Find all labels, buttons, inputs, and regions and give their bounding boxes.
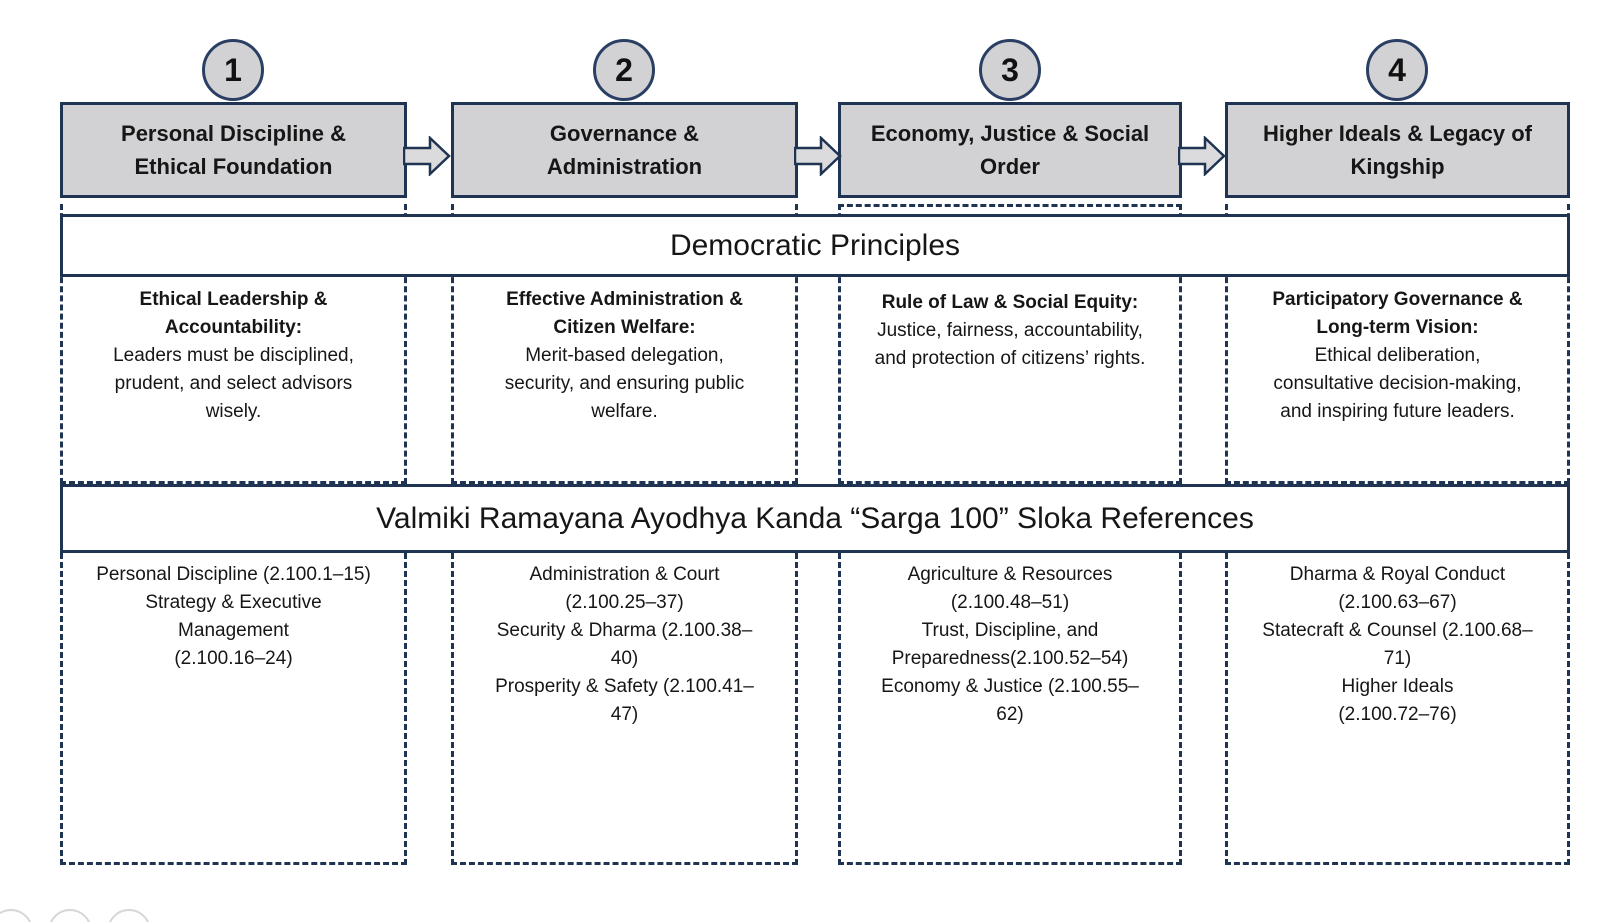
stage-header-title: Governance & Administration [454,117,795,183]
sloka-references-band: Valmiki Ramayana Ayodhya Kanda “Sarga 10… [60,484,1570,553]
text-line: Citizen Welfare: [553,317,696,338]
text-line: (2.100.16–24) [174,648,293,669]
viewer-control-button-1[interactable] [0,909,33,922]
step-number-badge-4: 4 [1366,39,1428,101]
text-line: consultative decision-making, [1273,373,1522,394]
text-line: and inspiring future leaders. [1280,401,1515,422]
text-line: Governance & [549,121,700,146]
band-title: Democratic Principles [669,228,961,262]
principle-box-participatory-governance: Participatory Governance & Long-term Visi… [1225,204,1570,484]
principle-text: Participatory Governance & Long-term Visi… [1228,204,1567,426]
sloka-text: Administration & Court (2.100.25–37) Secur… [454,553,795,729]
step-number-badge-3: 3 [979,39,1041,101]
sloka-text: Dharma & Royal Conduct (2.100.63–67) State… [1228,553,1567,729]
text-line: Preparedness(2.100.52–54) [891,648,1129,669]
text-line: Kingship [1350,154,1445,179]
principle-text: Effective Administration & Citizen Welfar… [454,204,795,426]
text-line: Order [980,154,1040,179]
text-line: Economy & Justice (2.100.55– [881,676,1139,697]
text-line: Ethical deliberation, [1314,345,1481,366]
flow-arrow-icon [1178,136,1226,176]
text-line: Higher Ideals & Legacy of [1263,121,1532,146]
stage-header-title: Personal Discipline & Ethical Foundation [63,117,404,183]
step-number-badge-1: 1 [202,39,264,101]
sloka-box-administration: Administration & Court (2.100.25–37) Secur… [451,553,798,865]
text-line: 62) [996,704,1024,725]
text-line: welfare. [591,401,658,422]
text-line: 47) [610,704,639,725]
principle-box-rule-of-law: Rule of Law & Social Equity: Justice, fai… [838,204,1182,484]
text-line: and protection of citizens’ rights. [874,348,1146,369]
text-line: (2.100.63–67) [1338,592,1457,613]
step-number-label: 2 [615,51,633,88]
principle-text: Rule of Law & Social Equity: Justice, fai… [841,207,1179,373]
text-line: Security & Dharma (2.100.38– [496,620,753,641]
text-line: Justice, fairness, accountability, [877,320,1143,341]
text-line: Personal Discipline (2.100.1–15) [96,564,371,585]
text-line: wisely. [205,401,262,422]
text-line: Higher Ideals [1341,676,1454,697]
viewer-control-button-2[interactable] [48,909,92,922]
text-line: Long-term Vision: [1316,317,1479,338]
text-line: prudent, and select advisors [114,373,353,394]
principle-box-ethical-leadership: Ethical Leadership & Accountability: Leade… [60,204,407,484]
text-line: Rule of Law & Social Equity: [881,292,1139,313]
viewer-control-button-3[interactable] [107,909,151,922]
sloka-text: Agriculture & Resources (2.100.48–51) Trus… [841,553,1179,729]
text-line: Agriculture & Resources [907,564,1113,585]
sloka-text: Personal Discipline (2.100.1–15) Strategy… [63,553,404,673]
text-line: Statecraft & Counsel (2.100.68– [1262,620,1533,641]
step-number-badge-2: 2 [593,39,655,101]
text-line: Accountability: [164,317,303,338]
democratic-principles-band: Democratic Principles [60,214,1570,277]
text-line: (2.100.48–51) [950,592,1070,613]
text-line: Leaders must be disciplined, [113,345,354,366]
band-title: Valmiki Ramayana Ayodhya Kanda “Sarga 10… [376,501,1254,535]
step-number-label: 4 [1388,51,1406,88]
text-line: Prosperity & Safety (2.100.41– [495,676,754,697]
text-line: Administration [546,154,703,179]
text-line: Economy, Justice & Social [870,121,1150,146]
stage-header-title: Higher Ideals & Legacy of Kingship [1228,117,1567,183]
text-line: Personal Discipline & [121,121,346,146]
text-line: Ethical Leadership & [139,289,328,310]
sloka-box-agriculture-economy: Agriculture & Resources (2.100.48–51) Trus… [838,553,1182,865]
text-line: Trust, Discipline, and [921,620,1099,641]
text-line: (2.100.25–37) [565,592,684,613]
flow-arrow-icon [794,136,842,176]
text-line: Management [178,620,289,641]
principle-box-effective-administration: Effective Administration & Citizen Welfar… [451,204,798,484]
principle-text: Ethical Leadership & Accountability: Leade… [63,204,404,426]
text-line: Participatory Governance & [1272,289,1523,310]
stage-header-higher-ideals: Higher Ideals & Legacy of Kingship [1225,102,1570,198]
text-line: Merit-based delegation, [525,345,724,366]
step-number-label: 3 [1001,51,1019,88]
text-line: (2.100.72–76) [1338,704,1457,725]
stage-header-governance: Governance & Administration [451,102,798,198]
text-line: 71) [1383,648,1412,669]
text-line: Strategy & Executive [145,592,322,613]
sloka-box-personal-discipline: Personal Discipline (2.100.1–15) Strategy… [60,553,407,865]
text-line: Dharma & Royal Conduct [1289,564,1506,585]
text-line: security, and ensuring public [504,373,745,394]
text-line: Effective Administration & [506,289,743,310]
step-number-label: 1 [224,51,242,88]
text-line: Ethical Foundation [134,154,333,179]
flow-arrow-icon [403,136,451,176]
text-line: 40) [610,648,639,669]
text-line: Administration & Court [529,564,720,585]
stage-header-personal-discipline: Personal Discipline & Ethical Foundation [60,102,407,198]
sloka-box-dharma-higher-ideals: Dharma & Royal Conduct (2.100.63–67) State… [1225,553,1570,865]
